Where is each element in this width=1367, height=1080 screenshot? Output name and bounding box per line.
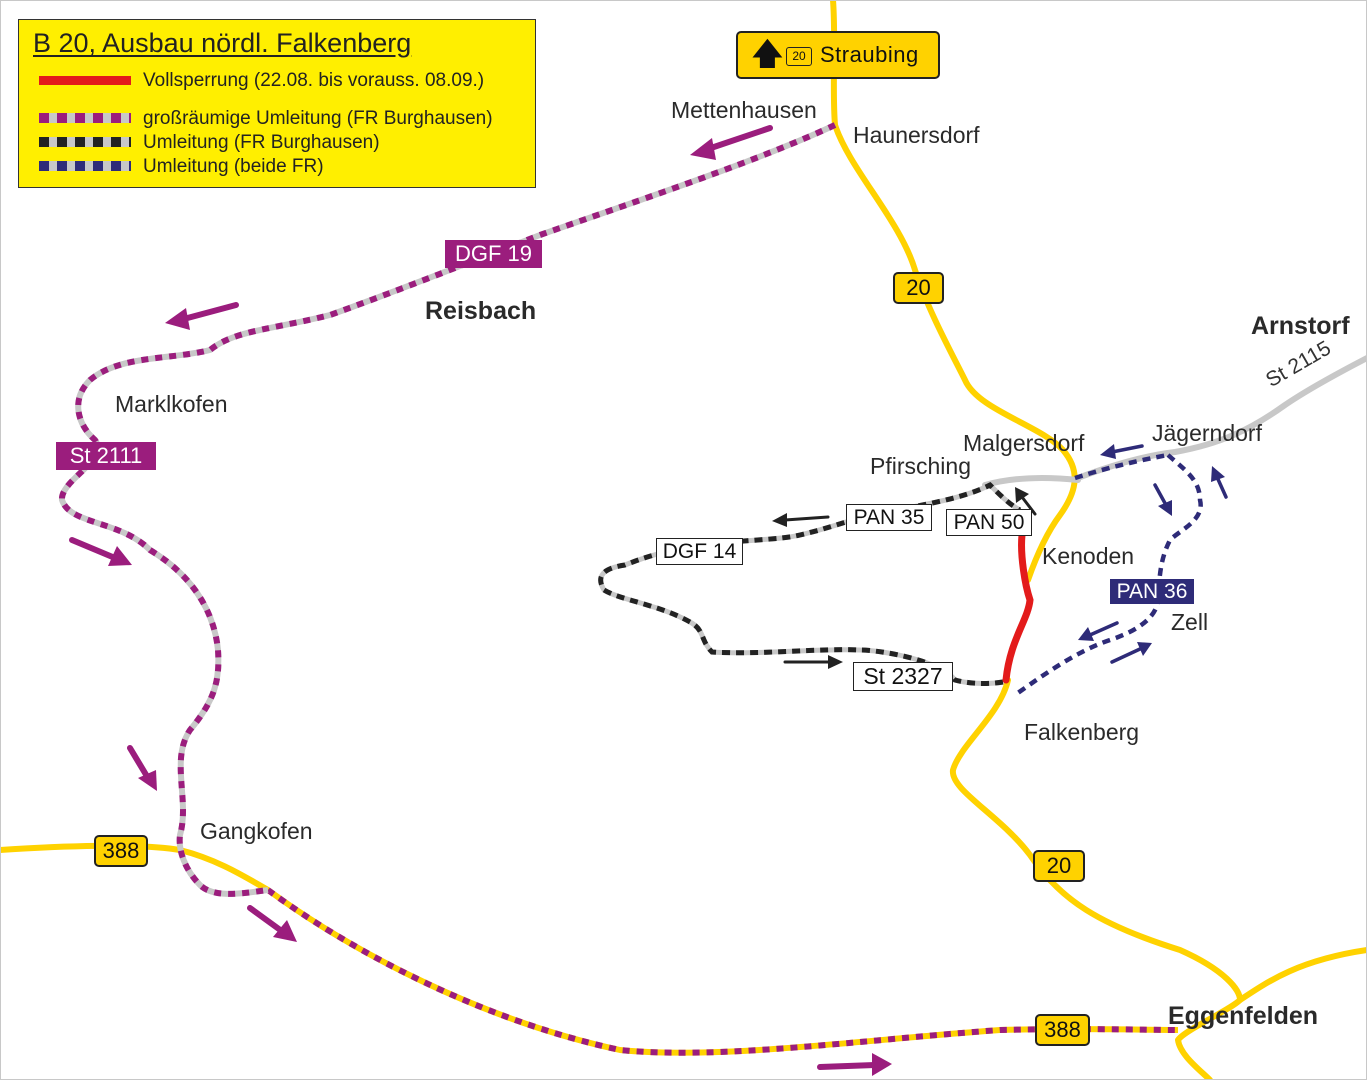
arrows-both-detour <box>1078 444 1228 664</box>
road-label-b388-east: 388 <box>1035 1014 1090 1046</box>
place-reisbach: Reisbach <box>425 297 537 325</box>
arrow-reisbach-icon <box>165 302 239 330</box>
route-b388-detour-overlay <box>266 887 1179 1056</box>
arrow-pan35-icon <box>772 513 830 527</box>
direction-route-number: 20 <box>786 47 812 66</box>
arrow-jaegerndorf-west-icon <box>1100 444 1144 459</box>
arrow-zell-east-icon <box>1110 642 1152 664</box>
road-b388-east <box>179 847 1179 1056</box>
arrow-jaegerndorf-down-icon <box>1153 483 1172 516</box>
road-b388-west <box>0 842 183 853</box>
place-eggenfelden: Eggenfelden <box>1168 1002 1319 1030</box>
up-arrow-icon: 🡅 <box>752 38 783 71</box>
place-arnstorf: Arnstorf <box>1251 312 1350 340</box>
legend-label: großräumige Umleitung (FR Burghausen) <box>143 108 493 129</box>
arrow-zell-west-icon <box>1078 621 1119 641</box>
place-malgersdorf: Malgersdorf <box>963 430 1085 456</box>
road-label-b388-west: 388 <box>94 835 148 867</box>
arrow-b388-west-icon <box>247 905 297 942</box>
place-gangkofen: Gangkofen <box>200 818 313 844</box>
road-label-dgf19: DGF 19 <box>445 240 542 268</box>
legend-label: Vollsperrung (22.08. bis vorauss. 08.09.… <box>143 70 485 91</box>
legend-swatch-black <box>39 137 131 147</box>
road-label-pan50: PAN 50 <box>946 509 1032 536</box>
place-marklkofen: Marklkofen <box>115 391 228 417</box>
place-haunersdorf: Haunersdorf <box>853 122 980 148</box>
arrow-pan50-icon <box>1015 487 1037 516</box>
road-label-st2327: St 2327 <box>853 662 953 691</box>
road-pfirsching <box>982 474 1081 488</box>
legend-item-local-detour: Umleitung (FR Burghausen) <box>39 132 529 154</box>
direction-sign: 🡅 20 Straubing <box>736 31 940 79</box>
legend-title: B 20, Ausbau nördl. Falkenberg <box>33 28 412 58</box>
arrow-st2111-icon <box>69 537 132 566</box>
road-label-st2111: St 2111 <box>56 442 156 470</box>
direction-destination: Straubing <box>820 42 919 67</box>
arrows-large-detour <box>69 125 892 1076</box>
legend: B 20, Ausbau nördl. Falkenberg Vollsperr… <box>18 19 536 188</box>
legend-swatch-navy <box>39 161 131 171</box>
road-label-dgf14: DGF 14 <box>656 538 743 565</box>
legend-label: Umleitung (FR Burghausen) <box>143 132 380 153</box>
place-jaegerndorf: Jägerndorf <box>1152 420 1262 446</box>
legend-item-both-detour: Umleitung (beide FR) <box>39 156 529 178</box>
road-b20 <box>830 0 1367 1080</box>
road-label-pan35: PAN 35 <box>846 504 932 531</box>
road-st2115 <box>1075 355 1367 481</box>
legend-item-large-detour: großräumige Umleitung (FR Burghausen) <box>39 108 529 130</box>
place-falkenberg: Falkenberg <box>1024 719 1140 745</box>
legend-swatch-purple <box>39 113 131 123</box>
route-closure <box>1002 531 1034 684</box>
arrow-jaegerndorf-up-icon <box>1211 466 1228 499</box>
legend-swatch-solid-red <box>39 76 131 85</box>
place-pfirsching: Pfirsching <box>870 453 971 479</box>
road-label-b20-north: 20 <box>893 272 944 304</box>
arrow-mettenhausen-icon <box>690 125 773 160</box>
place-zell: Zell <box>1171 609 1209 635</box>
road-label-pan36: PAN 36 <box>1110 579 1194 604</box>
route-both-detour <box>1013 452 1203 697</box>
place-kenoden: Kenoden <box>1042 543 1135 569</box>
legend-label: Umleitung (beide FR) <box>143 156 324 177</box>
arrow-gangkofen-icon <box>127 745 157 791</box>
place-mettenhausen: Mettenhausen <box>671 97 817 123</box>
arrows-local-detour <box>772 487 1037 669</box>
legend-item-closure: Vollsperrung (22.08. bis vorauss. 08.09.… <box>39 70 529 92</box>
arrow-b388-east-icon <box>817 1053 892 1076</box>
arrow-st2327-icon <box>783 655 843 669</box>
road-label-b20-south: 20 <box>1033 850 1085 882</box>
